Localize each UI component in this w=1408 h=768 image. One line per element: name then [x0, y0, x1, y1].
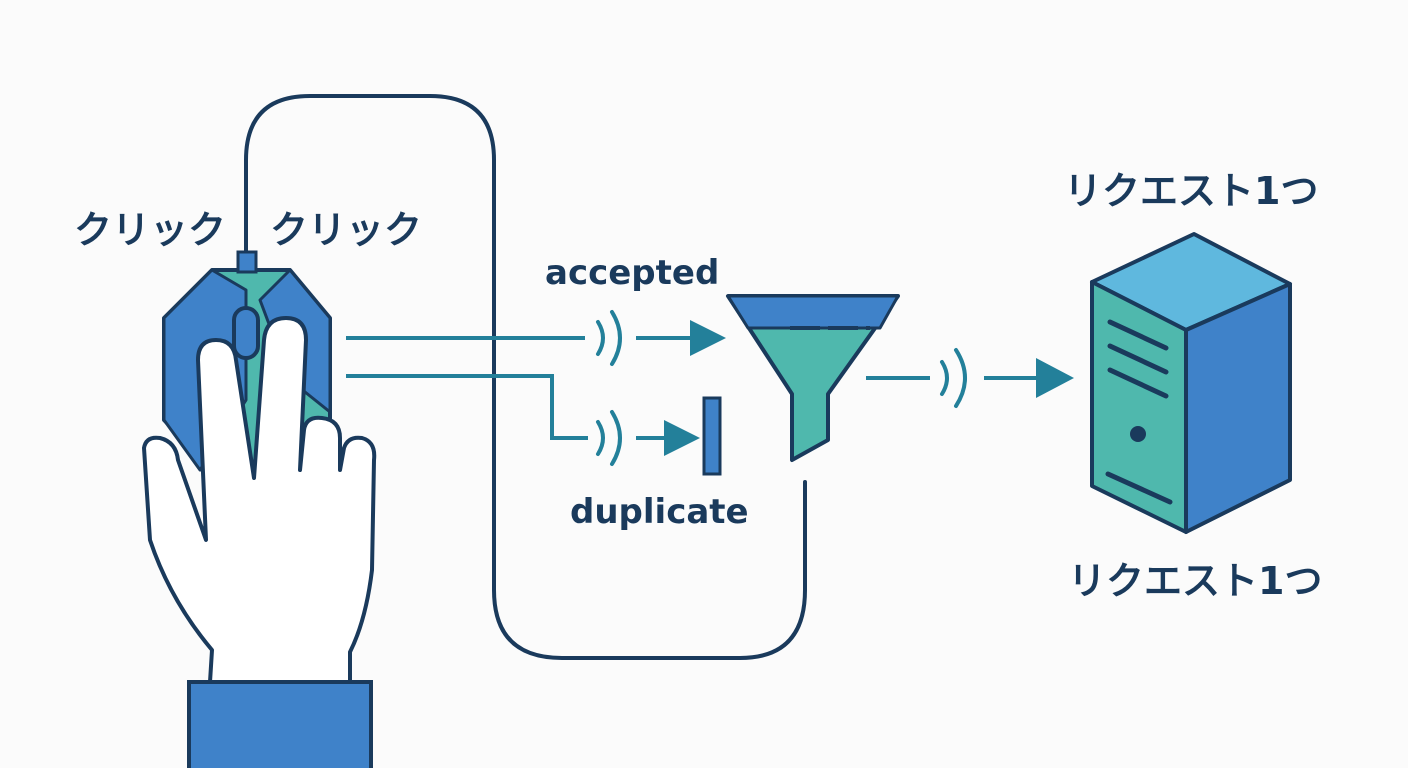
- duplicate-label: duplicate: [570, 492, 749, 532]
- signal-waves-upper: [596, 310, 622, 366]
- accepted-arrow-head: [690, 320, 726, 356]
- request-label-top: リクエスト1つ: [1064, 169, 1318, 213]
- click-label-right: クリック: [270, 208, 422, 252]
- duplicate-line: [346, 374, 588, 440]
- block-bar-icon: [702, 396, 722, 476]
- accepted-label: accepted: [545, 253, 719, 293]
- click-label-left: クリック: [74, 208, 226, 252]
- signal-waves-lower: [596, 410, 622, 466]
- sleeve: [187, 680, 373, 768]
- duplicate-arrow-head: [664, 420, 700, 456]
- hand-icon: [142, 316, 377, 684]
- signal-waves-output: [940, 348, 967, 408]
- funnel-icon: [726, 294, 900, 462]
- request-label-bottom: リクエスト1つ: [1068, 559, 1322, 603]
- cable-loop: [244, 94, 807, 660]
- server-icon: [1090, 232, 1292, 534]
- output-arrow-head: [1036, 358, 1074, 398]
